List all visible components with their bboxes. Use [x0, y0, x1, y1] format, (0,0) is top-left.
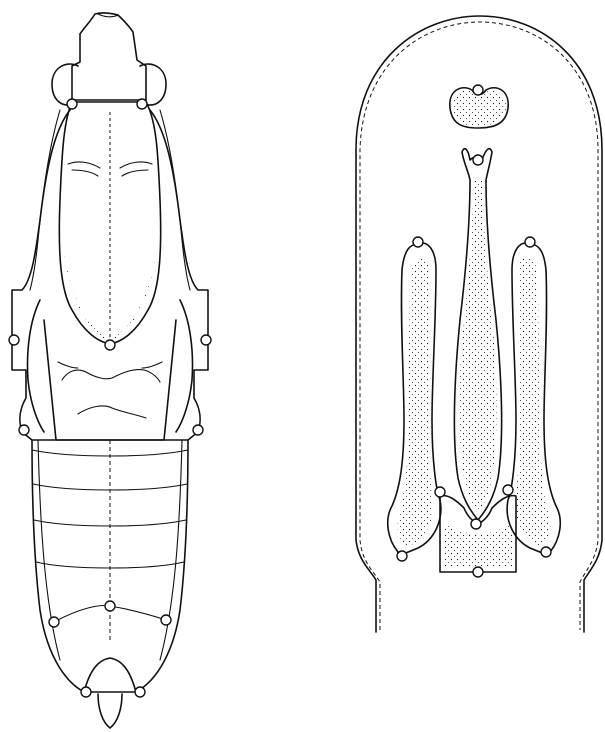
right-lower-lobe	[176, 300, 193, 432]
frontal-sclerite-stipple	[452, 91, 506, 126]
metathorax-fold-lower	[78, 406, 146, 418]
landmark	[503, 485, 513, 495]
landmark	[413, 237, 423, 247]
left-lateral-stipple	[398, 258, 433, 546]
landmark	[161, 615, 171, 625]
landmark	[473, 567, 483, 577]
landmark	[473, 85, 483, 95]
landmark	[135, 687, 145, 697]
landmark	[67, 99, 77, 109]
landmark	[105, 340, 115, 350]
landmark	[105, 601, 115, 611]
landmark	[471, 519, 481, 529]
left-lower-lobe	[28, 300, 45, 432]
landmark	[49, 617, 59, 627]
landmark	[435, 487, 445, 497]
landmark	[473, 155, 483, 165]
basal-plate-stipple	[444, 524, 512, 568]
metathorax-fold-upper	[62, 370, 160, 382]
landmark	[9, 335, 19, 345]
landmark	[201, 335, 211, 345]
dorsal-view-panel	[9, 13, 211, 728]
thorax-mark-right	[120, 162, 152, 176]
landmark	[541, 547, 551, 557]
terminal-segment	[98, 694, 122, 728]
head-capsule-panel	[356, 16, 602, 632]
landmark	[137, 99, 147, 109]
landmark	[397, 551, 407, 561]
penultimate-segment	[84, 658, 136, 692]
landmark	[81, 687, 91, 697]
abdomen-inner-right	[160, 440, 182, 660]
landmark	[193, 425, 203, 435]
right-lateral-stipple	[516, 258, 551, 546]
metathorax-side-right	[142, 362, 162, 368]
head	[72, 13, 146, 100]
metathorax-side-left	[58, 362, 78, 368]
mesal-sclerite-stipple	[459, 180, 496, 514]
landmark	[525, 237, 535, 247]
thorax-mark-left	[68, 162, 100, 176]
landmark	[19, 425, 29, 435]
